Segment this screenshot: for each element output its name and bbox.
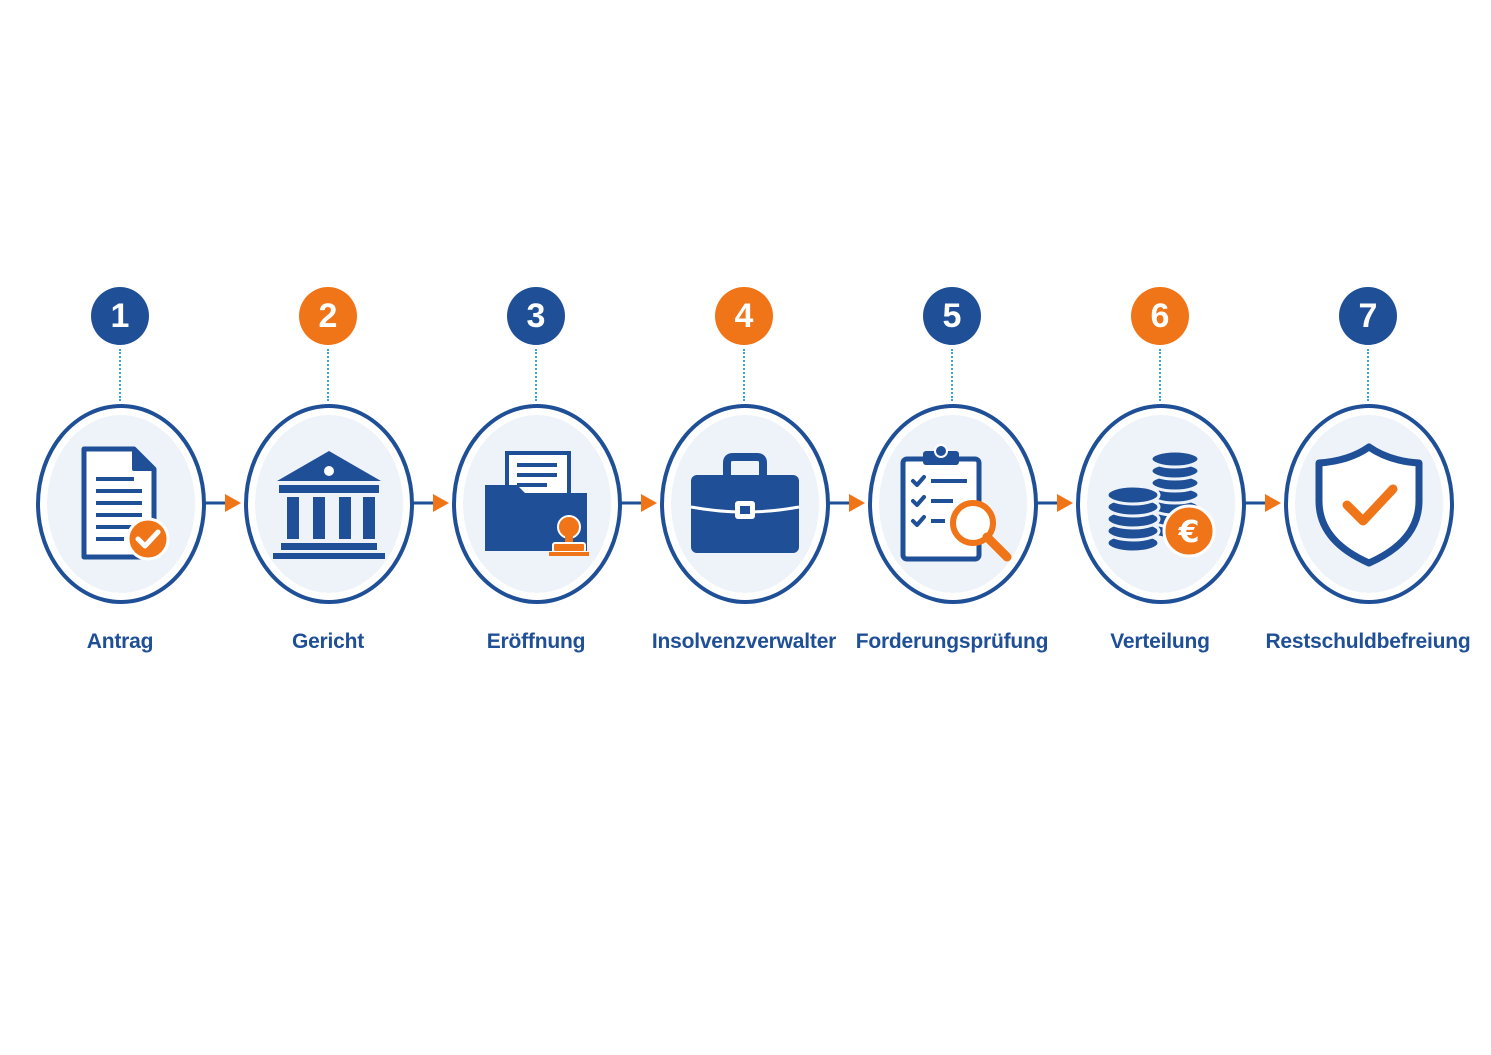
dotted-connector: [743, 349, 745, 401]
dotted-connector: [535, 349, 537, 401]
step-1: 1 Antrag: [20, 0, 220, 700]
step-number-badge: 6: [1131, 287, 1189, 345]
step-6: 6: [1060, 0, 1260, 700]
step-label: Insolvenzverwalter: [651, 630, 837, 653]
clipboard-magnifier-icon: [900, 444, 1012, 562]
step-label: Gericht: [291, 630, 365, 653]
step-label: Eröffnung: [486, 630, 586, 653]
briefcase-icon: [690, 453, 800, 553]
step-number-badge: 3: [507, 287, 565, 345]
arrow-right-icon: [621, 494, 657, 512]
arrow-right-icon: [205, 494, 241, 512]
arrow-right-icon: [413, 494, 449, 512]
step-label: Verteilung: [1110, 630, 1210, 653]
step-number-badge: 5: [923, 287, 981, 345]
step-label: Antrag: [86, 630, 154, 653]
step-circle: [452, 404, 622, 604]
step-circle: [36, 404, 206, 604]
coins-euro-icon: €: [1105, 449, 1216, 558]
step-circle: [868, 404, 1038, 604]
arrow-right-icon: [1037, 494, 1073, 512]
dotted-connector: [119, 349, 121, 401]
step-circle: [244, 404, 414, 604]
step-circle: [660, 404, 830, 604]
step-number-badge: 2: [299, 287, 357, 345]
shield-check-icon: [1315, 443, 1423, 567]
folder-stamp-icon: [485, 451, 589, 556]
svg-text:€: €: [1178, 515, 1200, 550]
step-number-badge: 1: [91, 287, 149, 345]
step-4: 4 Insolvenzverwalter: [644, 0, 844, 700]
step-7: 7 Restschuldbefreiung: [1265, 0, 1471, 700]
arrow-right-icon: [829, 494, 865, 512]
courthouse-icon: [273, 451, 385, 559]
step-2: 2 Gericht: [228, 0, 428, 700]
step-label: Forderungsprüfung: [855, 630, 1049, 653]
step-circle: [1284, 404, 1454, 604]
step-number-badge: 4: [715, 287, 773, 345]
step-number-badge: 7: [1339, 287, 1397, 345]
document-check-icon: [81, 446, 170, 561]
arrow-right-icon: [1245, 494, 1281, 512]
step-circle: €: [1076, 404, 1246, 604]
dotted-connector: [1367, 349, 1369, 401]
dotted-connector: [1159, 349, 1161, 401]
step-3: 3 Eröffnung: [436, 0, 636, 700]
step-label: Restschuldbefreiung: [1265, 630, 1471, 653]
dotted-connector: [327, 349, 329, 401]
dotted-connector: [951, 349, 953, 401]
step-5: 5 Forderungsprüfung: [852, 0, 1052, 700]
